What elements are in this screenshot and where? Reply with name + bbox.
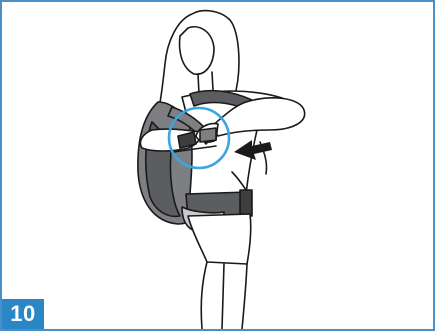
person-inner-leg <box>222 264 224 329</box>
step-number-badge: 10 <box>2 299 44 329</box>
carrier-buckle-hip <box>240 190 252 216</box>
carrier-chest-buckle-right <box>200 128 216 142</box>
person-left-leg <box>201 262 207 329</box>
person-lower-body <box>188 214 251 264</box>
baby-carrier-illustration <box>2 2 433 329</box>
person-right-leg <box>242 264 247 329</box>
